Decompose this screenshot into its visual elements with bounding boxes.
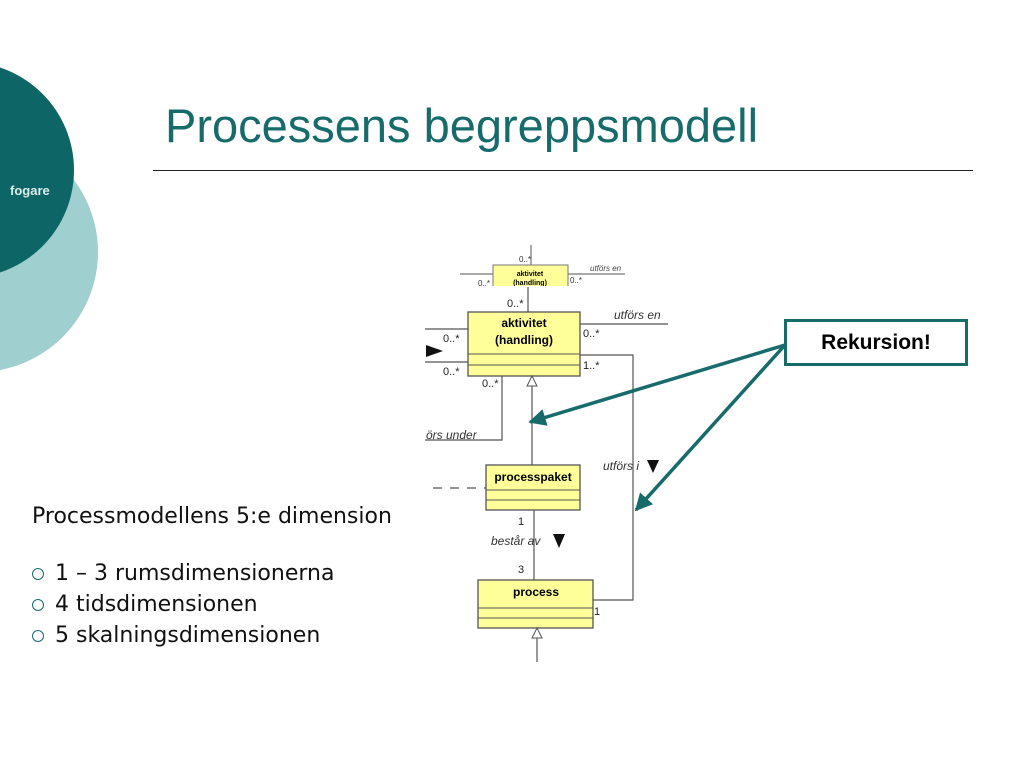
page-title: Processens begreppsmodell bbox=[165, 99, 759, 152]
recursion-callout: Rekursion! bbox=[784, 319, 968, 366]
list-item: 5 skalningsdimensionen bbox=[32, 620, 392, 651]
mult-act-left2: 0..* bbox=[443, 366, 460, 378]
mult-proc-top: 3 bbox=[518, 564, 524, 576]
generalization-arrow-icon bbox=[531, 626, 543, 639]
brand-logo-text: fogare bbox=[10, 183, 50, 198]
lead-text: Processmodellens 5:e dimension bbox=[32, 504, 392, 529]
list-item: 4 tidsdimensionen bbox=[32, 589, 392, 620]
class-activity: aktivitet (handling) bbox=[467, 311, 581, 377]
direction-down-icon bbox=[553, 534, 565, 548]
mult-act-right1: 0..* bbox=[583, 328, 600, 340]
mult-act-left1: 0..* bbox=[443, 333, 460, 345]
assoc-utfors-i: utförs i bbox=[603, 459, 639, 473]
direction-down-icon bbox=[647, 460, 659, 473]
assoc-utfors-en: utförs en bbox=[614, 308, 661, 322]
assoc-ors-under: örs under bbox=[426, 428, 478, 442]
ring-bullet-icon bbox=[32, 598, 44, 611]
small-mult-left: 0..* bbox=[478, 279, 490, 288]
mult-act-bottom: 0..* bbox=[482, 378, 499, 390]
bullet-list: 1 – 3 rumsdimensionerna 4 tidsdimensione… bbox=[32, 558, 392, 651]
small-class-name: aktivitet bbox=[517, 271, 544, 278]
small-class-name2: (handling) bbox=[513, 280, 547, 287]
direction-arrow-icon bbox=[426, 345, 443, 357]
mult-act-top: 0..* bbox=[507, 298, 524, 310]
body-text: Processmodellens 5:e dimension 1 – 3 rum… bbox=[32, 504, 392, 651]
small-activity-class: 0..* utförs en 0..* 0..* aktivitet (hand… bbox=[460, 245, 625, 296]
recursion-arrow-to-process bbox=[634, 343, 787, 512]
list-item: 1 – 3 rumsdimensionerna bbox=[32, 558, 392, 589]
generalization-arrow-icon bbox=[526, 374, 538, 387]
class-process-name: process bbox=[513, 585, 559, 599]
bullet-text: 5 skalningsdimensionen bbox=[55, 623, 321, 648]
mult-pkg-bottom: 1 bbox=[518, 516, 524, 528]
title-underline bbox=[153, 170, 973, 171]
class-processpaket: processpaket bbox=[485, 464, 581, 511]
ring-bullet-icon bbox=[32, 629, 44, 642]
bullet-text: 1 – 3 rumsdimensionerna bbox=[55, 561, 335, 586]
class-process: process bbox=[477, 579, 594, 629]
bullet-text: 4 tidsdimensionen bbox=[55, 592, 258, 617]
recursion-arrow-to-package bbox=[528, 343, 786, 426]
ring-bullet-icon bbox=[32, 567, 44, 580]
dark-teal-circle bbox=[0, 67, 74, 273]
assoc-bestar-av: består av bbox=[491, 534, 541, 548]
mult-proc-right: 1 bbox=[594, 606, 600, 618]
small-mult-top: 0..* bbox=[519, 255, 531, 264]
class-activity-name2: (handling) bbox=[495, 333, 553, 347]
class-processpaket-name: processpaket bbox=[494, 470, 571, 484]
mult-act-right2: 1..* bbox=[583, 360, 600, 372]
class-activity-name1: aktivitet bbox=[501, 316, 546, 330]
small-assoc-label: utförs en bbox=[590, 264, 622, 273]
small-mult-right: 0..* bbox=[570, 276, 582, 285]
